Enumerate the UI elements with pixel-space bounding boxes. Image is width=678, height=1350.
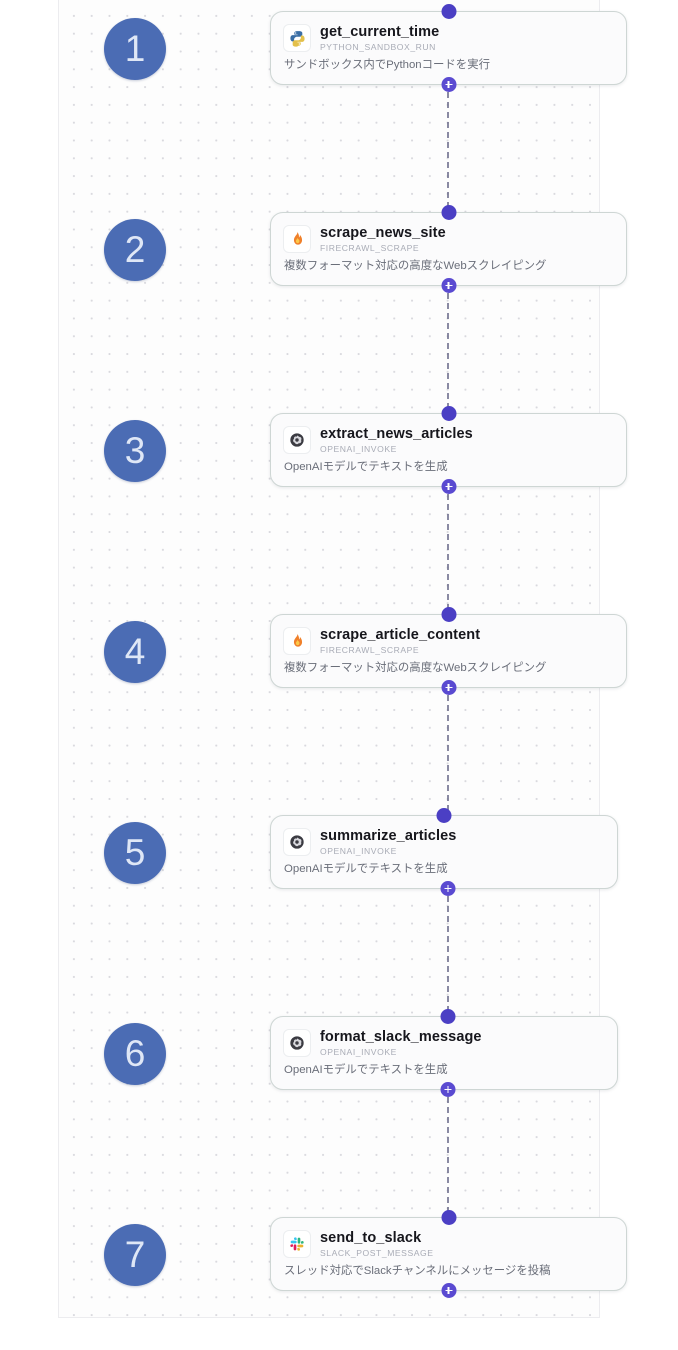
python-icon (283, 24, 311, 52)
slack-icon (283, 1230, 311, 1258)
node-title: send_to_slack (320, 1229, 422, 1246)
workflow-node-send-to-slack[interactable]: send_to_slack SLACK_POST_MESSAGE スレッド対応で… (270, 1210, 627, 1298)
node-input-handle[interactable] (440, 1009, 456, 1024)
step-badge-2: 2 (104, 219, 166, 281)
node-title-group: scrape_news_site FIRECRAWL_SCRAPE (320, 225, 446, 254)
node-add-handle[interactable] (441, 77, 456, 92)
workflow-node-summarize-articles[interactable]: summarize_articles OPENAI_INVOKE OpenAIモ… (270, 808, 618, 896)
step-badge-3: 3 (104, 420, 166, 482)
node-subtitle: OPENAI_INVOKE (320, 443, 397, 454)
node-title-group: send_to_slack SLACK_POST_MESSAGE (320, 1230, 434, 1259)
node-subtitle: PYTHON_SANDBOX_RUN (320, 41, 436, 52)
workflow-node-format-slack-message[interactable]: format_slack_message OPENAI_INVOKE OpenA… (270, 1009, 618, 1097)
openai-icon (283, 426, 311, 454)
node-add-handle[interactable] (441, 479, 456, 494)
node-header: extract_news_articles OPENAI_INVOKE (271, 423, 626, 457)
node-header: scrape_article_content FIRECRAWL_SCRAPE (271, 624, 626, 658)
node-header: get_current_time PYTHON_SANDBOX_RUN (271, 21, 626, 55)
step-badge-5: 5 (104, 822, 166, 884)
node-add-handle[interactable] (441, 1283, 456, 1298)
node-add-handle[interactable] (440, 881, 456, 896)
node-input-handle[interactable] (436, 808, 452, 823)
step-badge-4: 4 (104, 621, 166, 683)
node-description: 複数フォーマット対応の高度なWebスクレイピング (284, 662, 547, 674)
node-title: summarize_articles (320, 827, 457, 844)
node-title-group: summarize_articles OPENAI_INVOKE (320, 828, 456, 857)
workflow-canvas[interactable]: 1 get_current_time PYTHON_SANDBOX_RUN サン… (58, 0, 627, 1318)
node-input-handle[interactable] (441, 205, 456, 220)
node-description: OpenAIモデルでテキストを生成 (284, 461, 448, 473)
workflow-node-scrape-news-site[interactable]: scrape_news_site FIRECRAWL_SCRAPE 複数フォーマ… (270, 205, 627, 293)
node-title-group: extract_news_articles OPENAI_INVOKE (320, 426, 473, 455)
node-title: extract_news_articles (320, 425, 473, 442)
openai-icon (283, 1029, 311, 1057)
firecrawl-flame-icon (283, 225, 311, 253)
edge-1-2 (447, 92, 449, 208)
node-description: スレッド対応でSlackチャンネルにメッセージを投稿 (284, 1265, 551, 1277)
edge-3-4 (447, 494, 449, 610)
node-description: 複数フォーマット対応の高度なWebスクレイピング (284, 260, 547, 272)
node-subtitle: FIRECRAWL_SCRAPE (320, 242, 420, 253)
edge-5-6 (447, 896, 449, 1012)
node-title-group: format_slack_message OPENAI_INVOKE (320, 1029, 482, 1058)
workflow-node-get-current-time[interactable]: get_current_time PYTHON_SANDBOX_RUN サンドボ… (270, 4, 627, 92)
node-title: format_slack_message (320, 1028, 482, 1045)
step-badge-1: 1 (104, 18, 166, 80)
node-title-group: get_current_time PYTHON_SANDBOX_RUN (320, 24, 439, 53)
node-subtitle: SLACK_POST_MESSAGE (320, 1247, 434, 1258)
edge-2-3 (447, 293, 449, 409)
step-badge-7: 7 (104, 1224, 166, 1286)
workflow-node-scrape-article-content[interactable]: scrape_article_content FIRECRAWL_SCRAPE … (270, 607, 627, 695)
node-title-group: scrape_article_content FIRECRAWL_SCRAPE (320, 627, 480, 656)
node-description: OpenAIモデルでテキストを生成 (284, 863, 448, 875)
openai-icon (283, 828, 311, 856)
node-header: summarize_articles OPENAI_INVOKE (271, 825, 617, 859)
edge-6-7 (447, 1097, 449, 1213)
node-header: send_to_slack SLACK_POST_MESSAGE (271, 1227, 626, 1261)
node-add-handle[interactable] (441, 278, 456, 293)
node-description: サンドボックス内でPythonコードを実行 (284, 59, 490, 71)
firecrawl-flame-icon (283, 627, 311, 655)
node-title: scrape_news_site (320, 224, 446, 241)
edge-4-5 (447, 695, 449, 811)
node-input-handle[interactable] (441, 607, 456, 622)
node-add-handle[interactable] (440, 1082, 456, 1097)
node-subtitle: OPENAI_INVOKE (320, 845, 397, 856)
node-add-handle[interactable] (441, 680, 456, 695)
node-header: format_slack_message OPENAI_INVOKE (271, 1026, 617, 1060)
node-input-handle[interactable] (441, 1210, 456, 1225)
node-subtitle: OPENAI_INVOKE (320, 1046, 397, 1057)
node-subtitle: FIRECRAWL_SCRAPE (320, 644, 420, 655)
step-badge-6: 6 (104, 1023, 166, 1085)
node-header: scrape_news_site FIRECRAWL_SCRAPE (271, 222, 626, 256)
node-description: OpenAIモデルでテキストを生成 (284, 1064, 448, 1076)
node-title: get_current_time (320, 23, 440, 40)
node-input-handle[interactable] (441, 4, 456, 19)
node-input-handle[interactable] (441, 406, 456, 421)
node-title: scrape_article_content (320, 626, 481, 643)
workflow-node-extract-news-articles[interactable]: extract_news_articles OPENAI_INVOKE Open… (270, 406, 627, 494)
